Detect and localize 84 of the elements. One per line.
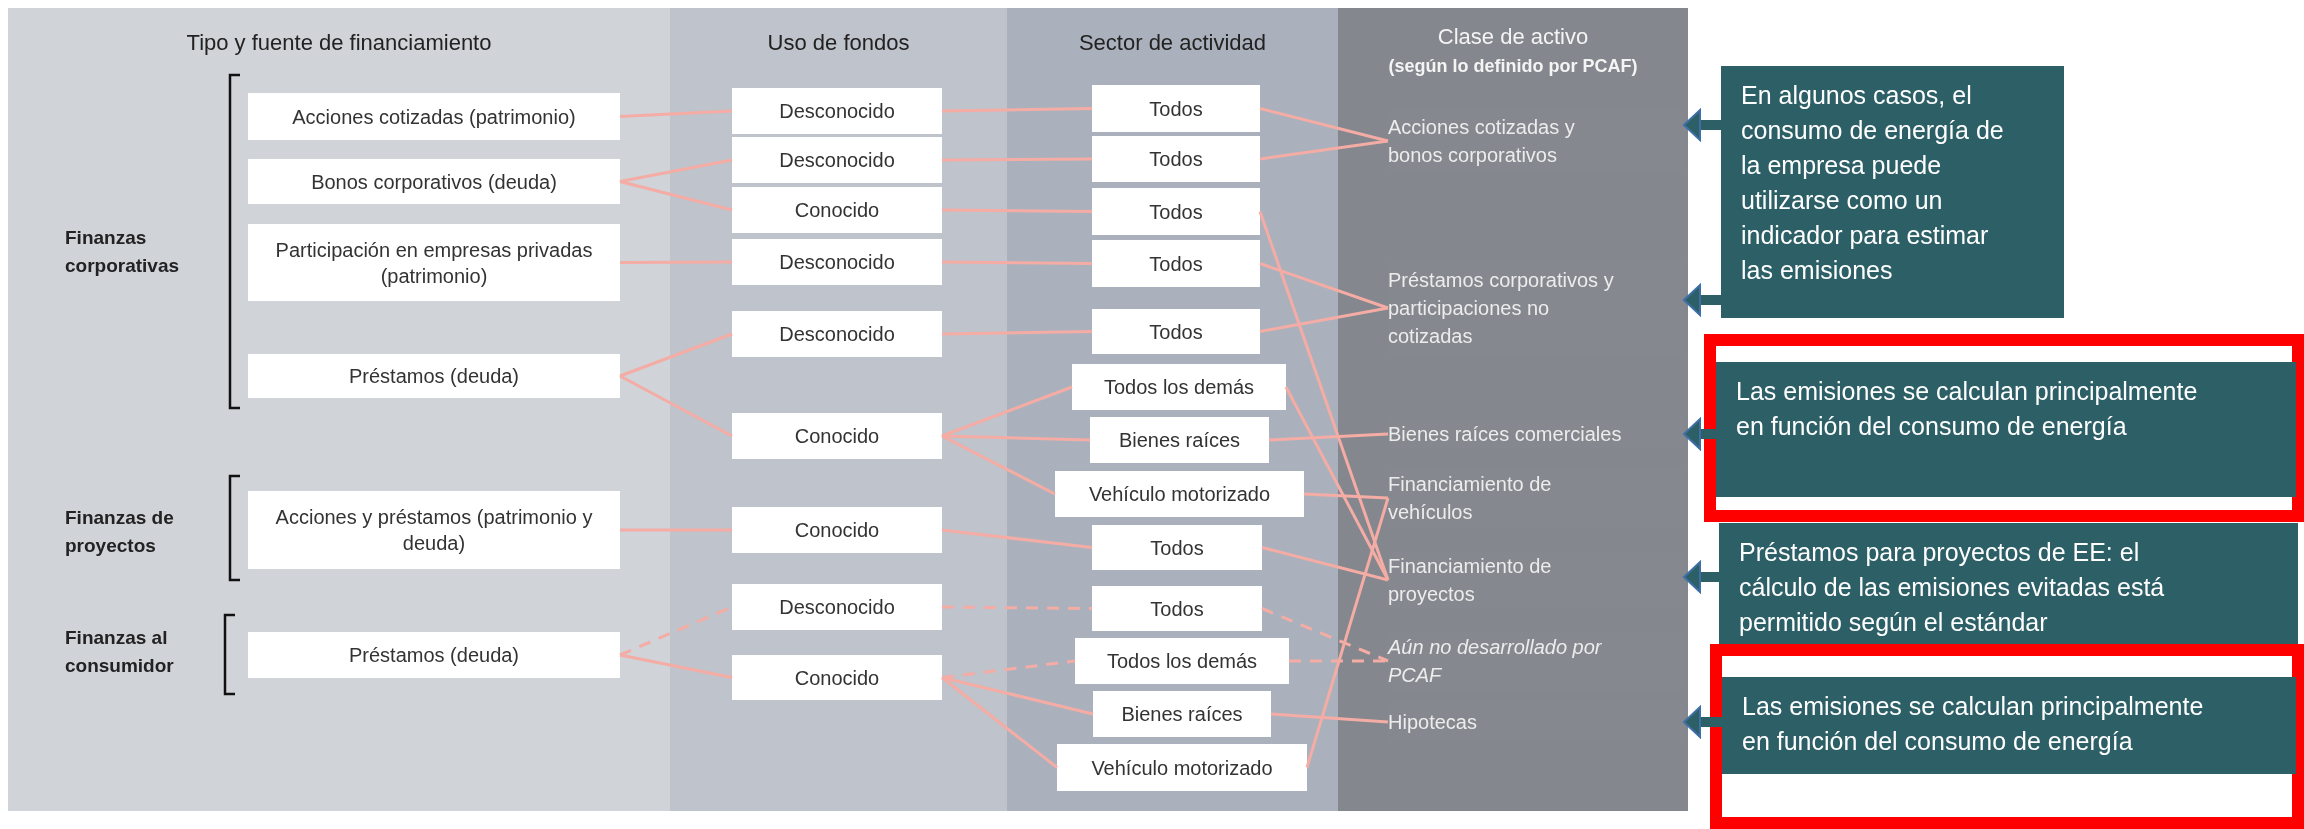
label-box: Préstamos (deuda) [248,354,620,398]
connector-line [941,330,1093,336]
connector-line [941,676,1058,769]
column-band [1007,8,1338,811]
connector-line [941,107,1093,113]
label-box: Desconocido [732,584,942,630]
connector-line [941,434,1056,496]
label-box: Todos [1092,85,1260,132]
highlight-frame [1710,644,2304,829]
label-box: Desconocido [732,311,942,357]
label-box: Desconocido [732,137,942,183]
label-box: Bienes raíces [1093,691,1271,737]
column-band [1338,8,1688,811]
column-band [8,8,670,811]
connector-line [619,180,733,212]
connector-line [1259,139,1389,161]
label-box: Conocido [732,507,942,553]
connector-line [941,385,1073,438]
column-header: Uso de fondos [767,30,910,56]
label-box: Acciones y préstamos (patrimonio y deuda) [248,491,620,569]
callout-arrow [1683,561,1719,593]
label-box: Conocido [732,187,942,233]
connector-line [1270,712,1389,724]
connector-line [941,659,1076,679]
connector-line [1258,211,1390,581]
label-box: Todos [1092,136,1260,182]
connector-line [1305,497,1390,768]
callout-arrow [1683,706,1722,738]
connector-line [1259,107,1389,143]
label-box: Todos [1092,240,1260,287]
column-band [670,8,1007,811]
connector-line [1261,546,1389,582]
connector-line [942,208,1092,213]
connector-line [619,332,733,378]
label-box: Todos [1092,188,1260,235]
column-header: Clase de activo [1437,24,1589,50]
label-box: Todos los demás [1072,364,1286,410]
connector-line [619,653,733,679]
note-box: Las emisiones se calculan principalmente en función del consumo de energía [1716,362,2296,497]
connector-line [1289,659,1388,663]
label-box: Todos los demás [1075,638,1289,684]
column-header: Sector de actividad [1078,30,1267,56]
label-box: Todos [1092,525,1262,570]
connector-line [941,676,1094,716]
callout-arrow [1683,284,1721,316]
connector-line [942,260,1092,265]
connector-line [1261,607,1389,663]
connector-line [1268,432,1389,442]
column-header: Tipo y fuente de financiamiento [186,30,492,56]
group-label: Finanzas al consumidor [65,626,175,678]
label-box: Bonos corporativos (deuda) [248,159,620,204]
note-box: Las emisiones se calculan principalmente en función del consumo de energía [1722,677,2296,774]
connector-line [941,528,1093,549]
connector-line [1303,492,1389,500]
label-box: Desconocido [732,88,942,134]
highlight-frame [1704,334,2304,522]
connector-line [619,109,733,118]
label-box: Vehículo motorizado [1057,744,1307,791]
label-box: Bienes raíces [1090,417,1269,463]
note-box: Préstamos para proyectos de EE: el cálculo de las emisiones evitadas está permitido según el estándar [1719,523,2298,644]
label-box: Préstamos (deuda) [248,632,620,678]
label-box: Vehículo motorizado [1055,471,1304,517]
connector-line [620,260,732,264]
label-box: Desconocido [732,239,942,285]
connector-line [1259,262,1389,310]
label-box: Conocido [732,655,942,700]
connector-line [619,158,733,183]
group-label: Finanzas de proyectos [65,506,175,558]
connector-line [1259,306,1389,333]
connector-line [942,157,1092,162]
connector-line [1284,386,1390,581]
callout-arrow [1683,418,1716,450]
connector-line [942,605,1092,610]
label-box: Participación en empresas privadas (patrimonio) [248,224,620,301]
connector-line [619,374,733,438]
label-box: Acciones cotizadas (patrimonio) [248,93,620,140]
column-header: (según lo definido por PCAF) [1388,56,1638,77]
label-box: Todos [1092,309,1260,354]
group-label: Finanzas corporativas [65,226,181,278]
label-box: Conocido [732,413,942,459]
note-box: En algunos casos, el consumo de energía de la empresa puede utilizarse como un indicador para estimar las emisiones [1721,66,2064,318]
connector-line [620,528,732,532]
label-box: Todos [1092,586,1262,631]
callout-arrow [1683,109,1721,141]
